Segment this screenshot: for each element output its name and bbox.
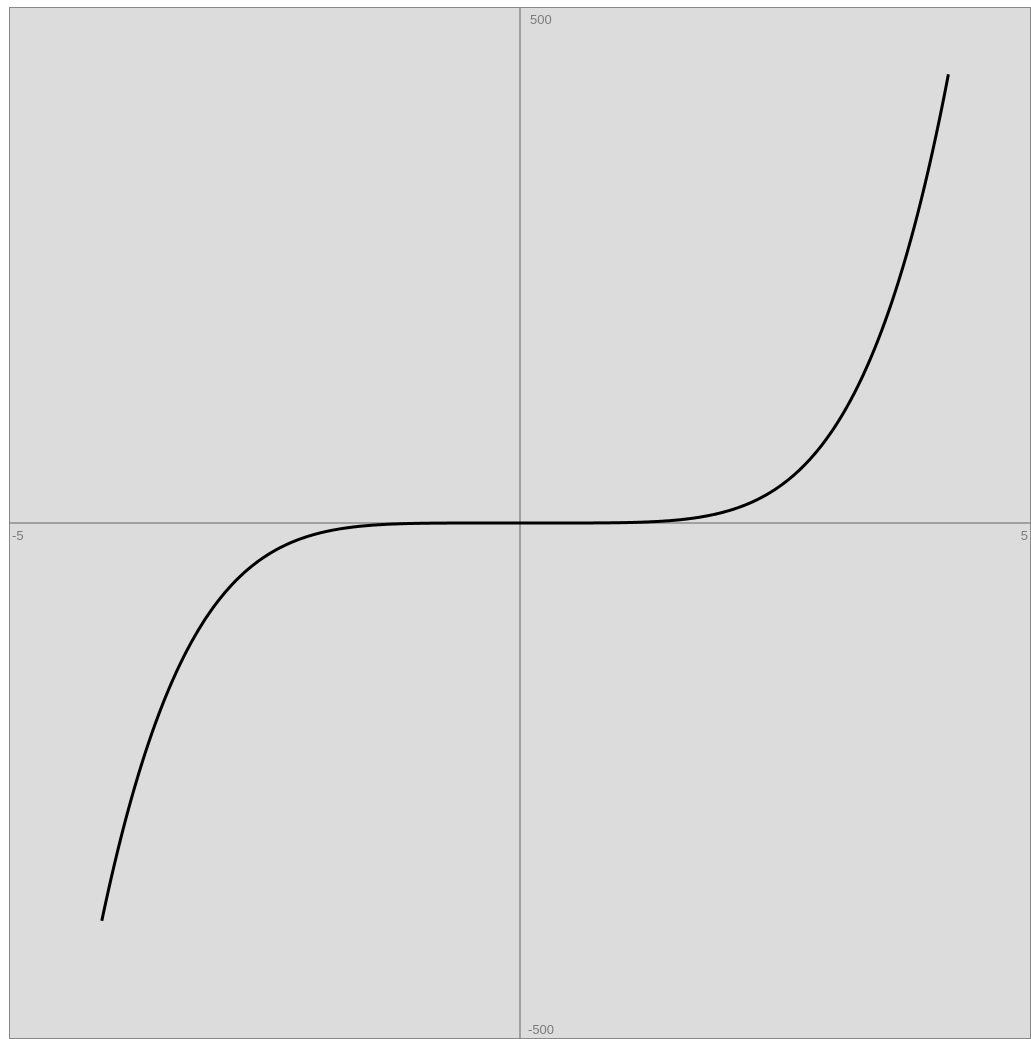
series-curve — [100, 74, 950, 922]
plot-area: -5 5 500 -500 — [9, 7, 1031, 1039]
function-plot: -5 5 500 -500 — [10, 8, 1030, 1038]
y-tick-label-max: 500 — [530, 12, 552, 27]
y-tick-label-min: -500 — [528, 1022, 554, 1037]
x-tick-label-max: 5 — [1021, 528, 1028, 543]
x-tick-label-min: -5 — [12, 528, 24, 543]
